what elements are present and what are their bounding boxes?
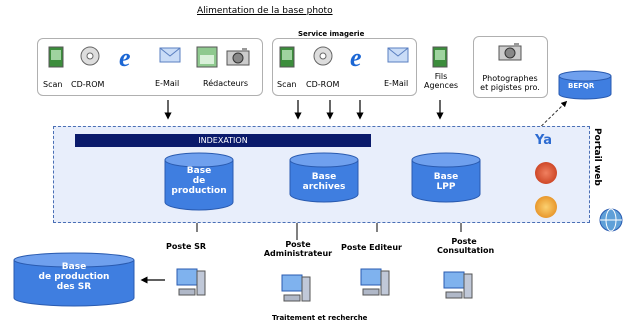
source-group-2	[272, 38, 417, 96]
orange-disc-icon	[535, 196, 557, 218]
fils-agences-icon	[432, 46, 448, 68]
scan-icon	[279, 46, 295, 68]
scan-label: Scan	[43, 80, 63, 89]
globe-icon	[599, 208, 623, 232]
internet-explorer-icon: e	[350, 44, 362, 68]
cdrom-icon	[313, 46, 333, 66]
svg-text:e: e	[350, 44, 362, 68]
indexation-bar: INDEXATION	[75, 134, 371, 147]
base-archives-database	[289, 152, 359, 203]
camera-icon	[498, 43, 522, 61]
email-label: E-Mail	[155, 79, 180, 88]
base-lpp-database	[411, 152, 481, 203]
scan-label: Scan	[277, 80, 297, 89]
cdrom-label: CD-ROM	[71, 80, 105, 89]
internet-explorer-icon: e	[119, 44, 131, 68]
email-icon	[387, 47, 409, 63]
cdrom-label: CD-ROM	[306, 80, 340, 89]
diagram-title: Alimentation de la base photo	[197, 6, 333, 16]
service-imagerie-label: Service imagerie	[298, 30, 365, 38]
befqr-database	[558, 70, 612, 100]
computer-icon	[176, 268, 206, 296]
base-production-sr-database	[13, 252, 135, 307]
ya-logo: Ya	[535, 133, 552, 148]
poste-editeur-label: Poste Editeur	[341, 243, 402, 252]
email-icon	[159, 47, 181, 63]
red-disc-icon	[535, 162, 557, 184]
computer-icon	[360, 268, 390, 296]
source-group-1	[37, 38, 263, 96]
computer-icon	[281, 274, 311, 302]
base-production-database	[164, 152, 234, 211]
traitement-recherche-title: Traitement et recherche	[272, 314, 368, 322]
redacteurs-icon	[196, 46, 218, 68]
redacteurs-label: Rédacteurs	[203, 79, 249, 88]
camera-icon	[226, 48, 250, 66]
befqr-label: BEFQR	[568, 82, 595, 90]
poste-sr-label: Poste SR	[166, 242, 207, 251]
scan-icon	[48, 46, 64, 68]
computer-icon	[443, 271, 473, 299]
svg-text:e: e	[119, 44, 131, 68]
portail-web-label: Portail web	[592, 128, 602, 186]
cdrom-icon	[80, 46, 100, 66]
email-label: E-Mail	[384, 79, 409, 88]
